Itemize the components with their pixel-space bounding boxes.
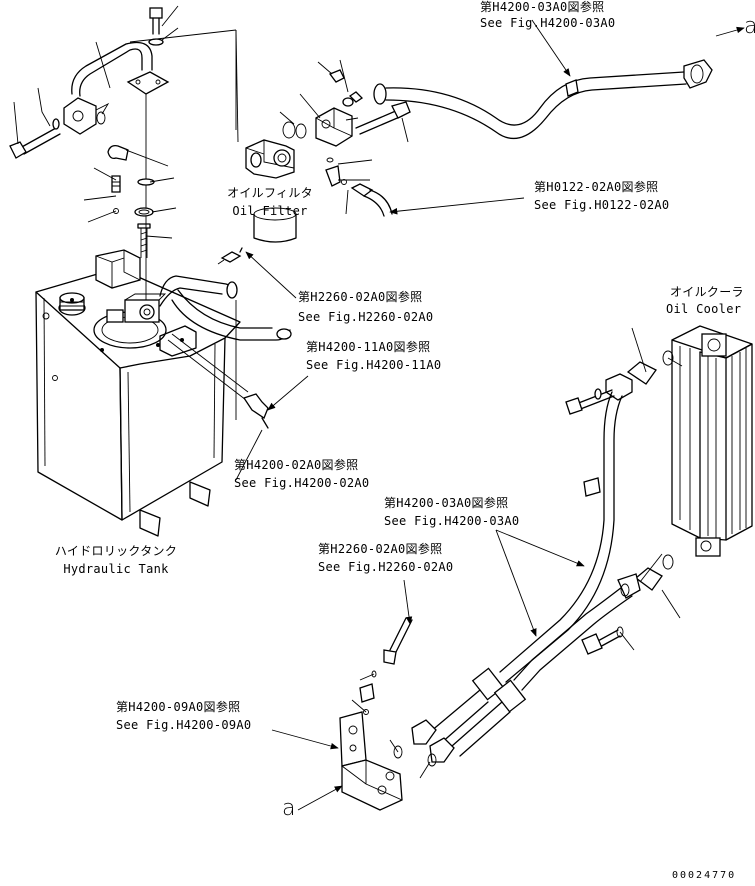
ref-h4200-02a0-jp: 第H4200-02A0図参照 <box>234 458 359 472</box>
drawing-number: 00024770 <box>672 870 737 881</box>
ref-h4200-09a0-en: See Fig.H4200-09A0 <box>116 718 252 732</box>
hydraulic-tank-label-jp: ハイドロリックタンク <box>54 544 178 558</box>
ref-h4200-11a0-en: See Fig.H4200-11A0 <box>306 358 442 372</box>
lower-valve-block <box>339 617 413 811</box>
oil-filter-label-jp: オイルフィルタ <box>227 186 313 200</box>
oil-cooler-label-en: Oil Cooler <box>666 302 742 316</box>
ref-h4200-03a0-top-en: See Fig.H4200-03A0 <box>480 16 616 30</box>
leader-lines <box>13 5 745 811</box>
upper-right-hose <box>315 59 713 217</box>
ref-h4200-03a0-mid-jp: 第H4200-03A0図参照 <box>384 496 509 510</box>
oil-filter-drawing <box>129 29 307 420</box>
oil-filter-label-en: Oil Filter <box>232 204 308 218</box>
lower-cooler-hoses <box>393 373 641 767</box>
ref-h0122-02a0-en: See Fig.H0122-02A0 <box>534 198 670 212</box>
connection-mark-top-right: a <box>744 14 755 39</box>
connection-mark-bottom-left: a <box>282 796 296 821</box>
upper-pipe-assembly <box>9 7 292 429</box>
ref-h2260-02a0-top-en: See Fig.H2260-02A0 <box>298 310 434 324</box>
ref-h2260-02a0-mid-jp: 第H2260-02A0図参照 <box>318 542 443 556</box>
ref-h4200-02a0-en: See Fig.H4200-02A0 <box>234 476 370 490</box>
ref-h4200-09a0-jp: 第H4200-09A0図参照 <box>116 700 241 714</box>
oil-cooler-drawing <box>626 325 753 591</box>
ref-h4200-03a0-mid-en: See Fig.H4200-03A0 <box>384 514 520 528</box>
ref-h4200-11a0-jp: 第H4200-11A0図参照 <box>306 340 431 354</box>
ref-h0122-02a0-jp: 第H0122-02A0図参照 <box>534 180 659 194</box>
hydraulic-tank-drawing <box>35 267 241 537</box>
ref-h2260-02a0-top-jp: 第H2260-02A0図参照 <box>298 290 423 304</box>
ref-h4200-03a0-top-jp: 第H4200-03A0図参照 <box>480 0 605 14</box>
ref-h2260-02a0-mid-en: See Fig.H2260-02A0 <box>318 560 454 574</box>
hydraulic-tank-label-en: Hydraulic Tank <box>63 562 169 576</box>
oil-cooler-label-jp: オイルクーラ <box>670 285 744 299</box>
